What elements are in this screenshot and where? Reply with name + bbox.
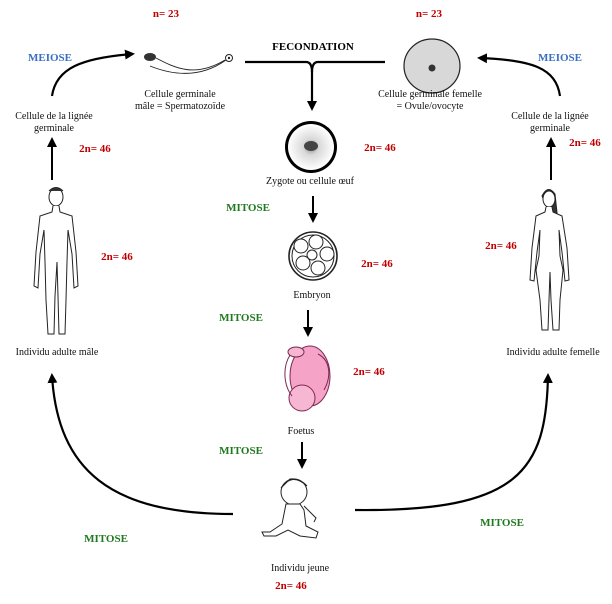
zygote-illustration [285, 121, 337, 173]
mitose-label-2: MITOSE [219, 312, 263, 324]
ovum-illustration [403, 38, 461, 94]
ploidy-female: 2n= 46 [485, 240, 517, 252]
female-caption: Individu adulte femelle [506, 347, 600, 358]
ploidy-jeune: 2n= 46 [275, 580, 307, 592]
ploidy-lignee-right: 2n= 46 [569, 137, 601, 149]
lignee-caption-right-1: Cellule de la lignée [511, 111, 589, 122]
meiose-label-right: MEIOSE [537, 52, 582, 64]
male-figure [33, 187, 79, 335]
male-caption: Individu adulte mâle [15, 347, 99, 358]
ploidy-zygote: 2n= 46 [364, 142, 396, 154]
mitose-label-1: MITOSE [226, 202, 270, 214]
sperm-caption-2: mâle = Spermatozoïde [134, 101, 226, 112]
embryon-illustration [288, 231, 338, 281]
mitose-label-3: MITOSE [219, 445, 263, 457]
ploidy-lignee-left: 2n= 46 [79, 143, 111, 155]
mitose-label-left: MITOSE [84, 533, 128, 545]
ploidy-embryon: 2n= 46 [361, 258, 393, 270]
arrow-ovum-to-merge [310, 60, 385, 73]
ploidy-foetus: 2n= 46 [353, 366, 385, 378]
zygote-caption: Zygote ou cellule œuf [265, 176, 355, 187]
baby-illustration [261, 478, 319, 539]
foetus-illustration [284, 345, 331, 412]
arrow-fecondation-merge [245, 60, 317, 111]
female-figure [529, 189, 570, 331]
arrow-jeune-to-female [354, 373, 553, 512]
arrow-lignee-to-sperm [50, 49, 135, 97]
ovum-caption-2: = Ovule/ovocyte [396, 101, 464, 112]
ovum-caption-1: Cellule germinale femelle [378, 89, 482, 100]
ploidy-male: 2n= 46 [101, 251, 133, 263]
sperm-caption-1: Cellule germinale [144, 89, 216, 100]
lignee-caption-left-2: germinale [34, 123, 74, 134]
n-value-sperm: n= 23 [152, 8, 180, 20]
arrow-lignee-to-ovum [477, 53, 562, 97]
sperm-illustration [144, 53, 233, 74]
foetus-caption: Foetus [287, 426, 315, 437]
jeune-caption: Individu jeune [270, 563, 330, 574]
lignee-caption-left-1: Cellule de la lignée [15, 111, 93, 122]
lignee-caption-right-2: germinale [530, 123, 570, 134]
embryon-caption: Embryon [293, 290, 331, 301]
fecondation-label: FECONDATION [272, 41, 354, 53]
arrow-jeune-to-male [47, 373, 234, 516]
mitose-label-right: MITOSE [480, 517, 524, 529]
meiose-label-left: MEIOSE [27, 52, 72, 64]
n-value-ovum: n= 23 [415, 8, 443, 20]
